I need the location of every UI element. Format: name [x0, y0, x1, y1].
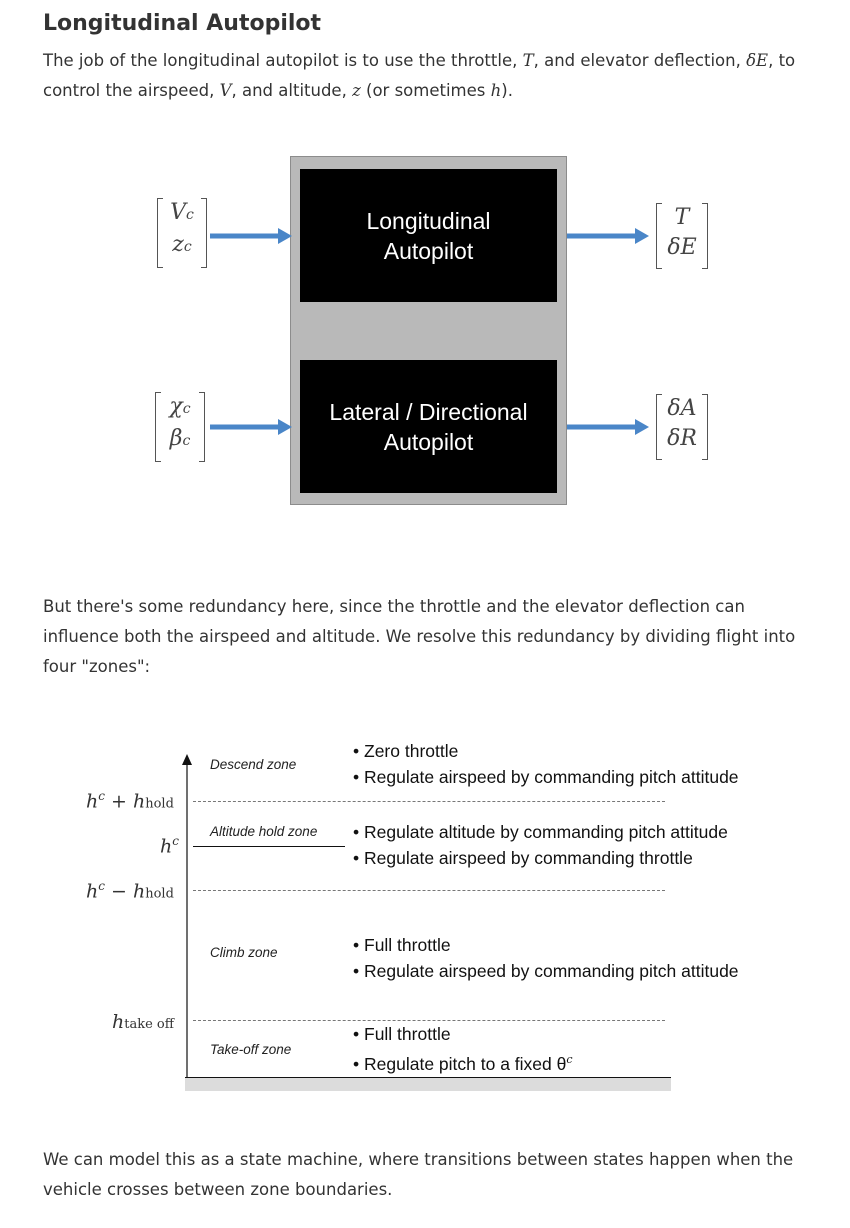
list-item: Full throttle — [353, 932, 739, 958]
altitude-hold-zone-bullets: Regulate altitude by commanding pitch at… — [353, 819, 728, 871]
list-item: Regulate airspeed by commanding pitch at… — [353, 958, 739, 984]
lateral-input-vector: χc βc — [155, 392, 205, 462]
lateral-autopilot-block: Lateral / Directional Autopilot — [300, 360, 557, 493]
altitude-axis — [182, 754, 192, 1080]
list-item: Regulate airspeed by commanding pitch at… — [353, 764, 739, 790]
descend-zone-label: Descend zone — [210, 757, 297, 772]
list-item: Regulate airspeed by commanding throttle — [353, 845, 728, 871]
redundancy-paragraph: But there's some redundancy here, since … — [43, 597, 796, 676]
takeoff-level-label: htake off — [112, 1011, 174, 1033]
math-h: h — [490, 81, 502, 100]
command-altitude-line — [193, 846, 345, 847]
upper-level-label: hc + hhold — [86, 789, 174, 813]
ground-line — [185, 1077, 671, 1078]
intro-paragraph: The job of the longitudinal autopilot is… — [43, 51, 796, 100]
longitudinal-input-arrow — [210, 228, 292, 244]
longitudinal-output-arrow — [567, 228, 649, 244]
takeoff-zone-label: Take-off zone — [210, 1042, 292, 1057]
math-delta-E: δE — [746, 51, 769, 70]
lateral-output-vector: δA δR — [656, 394, 708, 460]
list-item: Full throttle — [353, 1021, 573, 1047]
climb-zone-bullets: Full throttle Regulate airspeed by comma… — [353, 932, 739, 984]
descend-zone-bullets: Zero throttle Regulate airspeed by comma… — [353, 738, 739, 790]
lower-level-label: hc − hhold — [86, 879, 174, 903]
climb-zone-label: Climb zone — [210, 945, 278, 960]
closing-paragraph: We can model this as a state machine, wh… — [43, 1150, 794, 1199]
command-level-label: hc — [160, 834, 179, 858]
section-heading: Longitudinal Autopilot — [43, 11, 322, 36]
altitude-hold-zone-label: Altitude hold zone — [210, 824, 318, 839]
list-item: Regulate pitch to a fixed θc — [353, 1047, 573, 1077]
longitudinal-autopilot-block: Longitudinal Autopilot — [300, 169, 557, 302]
list-item: Regulate altitude by commanding pitch at… — [353, 819, 728, 845]
longitudinal-output-vector: T δE — [656, 203, 708, 269]
list-item: Zero throttle — [353, 738, 739, 764]
ground-band — [185, 1078, 671, 1091]
lateral-output-arrow — [567, 419, 649, 435]
lower-boundary-line — [193, 890, 665, 891]
math-V: V — [219, 81, 232, 100]
lateral-input-arrow — [210, 419, 292, 435]
longitudinal-input-vector: Vc zc — [157, 198, 207, 268]
math-z: z — [352, 81, 361, 100]
takeoff-zone-bullets: Full throttle Regulate pitch to a fixed … — [353, 1021, 573, 1077]
math-T: T — [522, 51, 534, 70]
upper-boundary-line — [193, 801, 665, 802]
